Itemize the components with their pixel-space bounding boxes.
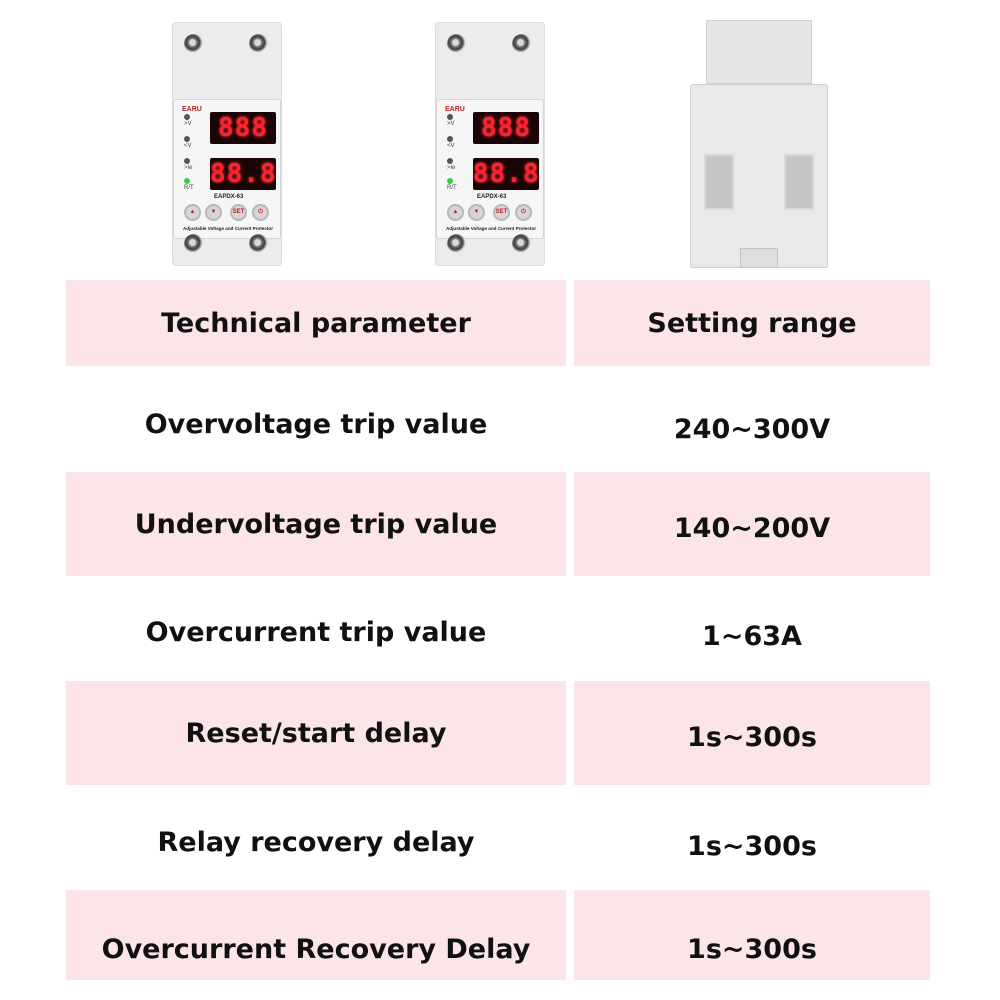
terminal-screw-icon	[249, 234, 268, 253]
parameter-cell: Reset/start delay	[66, 681, 566, 785]
table-row: Overcurrent trip value 1~63A	[66, 584, 930, 680]
terminal-screw-icon	[184, 234, 203, 253]
led-indicator: >V	[447, 114, 477, 128]
terminal-screw-icon	[184, 34, 203, 53]
table-header: Technical parameter Setting range	[66, 280, 930, 366]
device-caption: Adjustable Voltage and Current Protector	[182, 226, 273, 231]
control-panel: EARU >V <V >Ie R/T 888 88.8 EAPDX-63 ▲ ▼…	[174, 100, 280, 238]
device-front-image-2: EARU >V <V >Ie R/T 888 88.8 EAPDX-63 ▲ ▼…	[435, 22, 545, 266]
set-button-icon: SET	[230, 204, 247, 221]
up-button-icon: ▲	[447, 204, 464, 221]
voltage-display: 888	[473, 112, 539, 144]
header-setting-range: Setting range	[574, 280, 930, 366]
parameter-cell: Relay recovery delay	[157, 826, 475, 858]
terminal-screw-icon	[512, 34, 531, 53]
table-row: Reset/start delay 1s~300s	[66, 681, 930, 785]
terminal-screw-icon	[512, 234, 531, 253]
control-panel: EARU >V <V >Ie R/T 888 88.8 EAPDX-63 ▲ ▼…	[437, 100, 543, 238]
header-technical-parameter: Technical parameter	[66, 280, 566, 366]
led-indicator: <V	[184, 136, 214, 150]
range-cell: 1~63A	[702, 620, 802, 652]
range-cell: 1s~300s	[574, 681, 930, 785]
up-button-icon: ▲	[184, 204, 201, 221]
back-body-block	[690, 84, 828, 268]
led-indicator: R/T	[447, 178, 477, 192]
model-label: EAPDX-63	[477, 194, 507, 200]
down-button-icon: ▼	[468, 204, 485, 221]
model-label: EAPDX-63	[214, 194, 244, 200]
brand-logo: EARU	[445, 106, 465, 113]
range-cell: 1s~300s	[574, 890, 930, 980]
led-indicator: >Ie	[184, 158, 214, 172]
parameter-cell: Undervoltage trip value	[66, 472, 566, 576]
power-button-icon: ⏻	[515, 204, 532, 221]
power-button-icon: ⏻	[252, 204, 269, 221]
table-row: Relay recovery delay 1s~300s	[66, 794, 930, 890]
parameter-cell: Overcurrent Recovery Delay	[66, 890, 566, 980]
led-indicator: >Ie	[447, 158, 477, 172]
device-back-image	[690, 20, 828, 268]
device-front-image-1: EARU >V <V >Ie R/T 888 88.8 EAPDX-63 ▲ ▼…	[172, 22, 282, 266]
current-display: 88.8	[210, 158, 277, 190]
range-cell: 140~200V	[574, 472, 930, 576]
terminal-screw-icon	[447, 234, 466, 253]
table-row: Undervoltage trip value 140~200V	[66, 472, 930, 576]
voltage-display: 888	[210, 112, 276, 144]
table-row: Overcurrent Recovery Delay 1s~300s	[66, 890, 930, 980]
parameter-cell: Overcurrent trip value	[145, 616, 487, 648]
din-rail-slot	[784, 154, 814, 210]
led-indicator: <V	[447, 136, 477, 150]
parameter-cell: Overvoltage trip value	[144, 408, 488, 440]
terminal-screw-icon	[249, 34, 268, 53]
din-rail-slot	[704, 154, 734, 210]
led-indicator: >V	[184, 114, 214, 128]
brand-logo: EARU	[182, 106, 202, 113]
range-cell: 1s~300s	[687, 830, 817, 862]
back-top-block	[706, 20, 812, 84]
device-caption: Adjustable Voltage and Current Protector	[445, 226, 536, 231]
terminal-screw-icon	[447, 34, 466, 53]
down-button-icon: ▼	[205, 204, 222, 221]
current-display: 88.8	[473, 158, 540, 190]
led-indicator: R/T	[184, 178, 214, 192]
range-cell: 240~300V	[673, 413, 831, 445]
din-rail-clip	[740, 248, 778, 268]
set-button-icon: SET	[493, 204, 510, 221]
table-row: Overvoltage trip value 240~300V	[66, 378, 930, 470]
